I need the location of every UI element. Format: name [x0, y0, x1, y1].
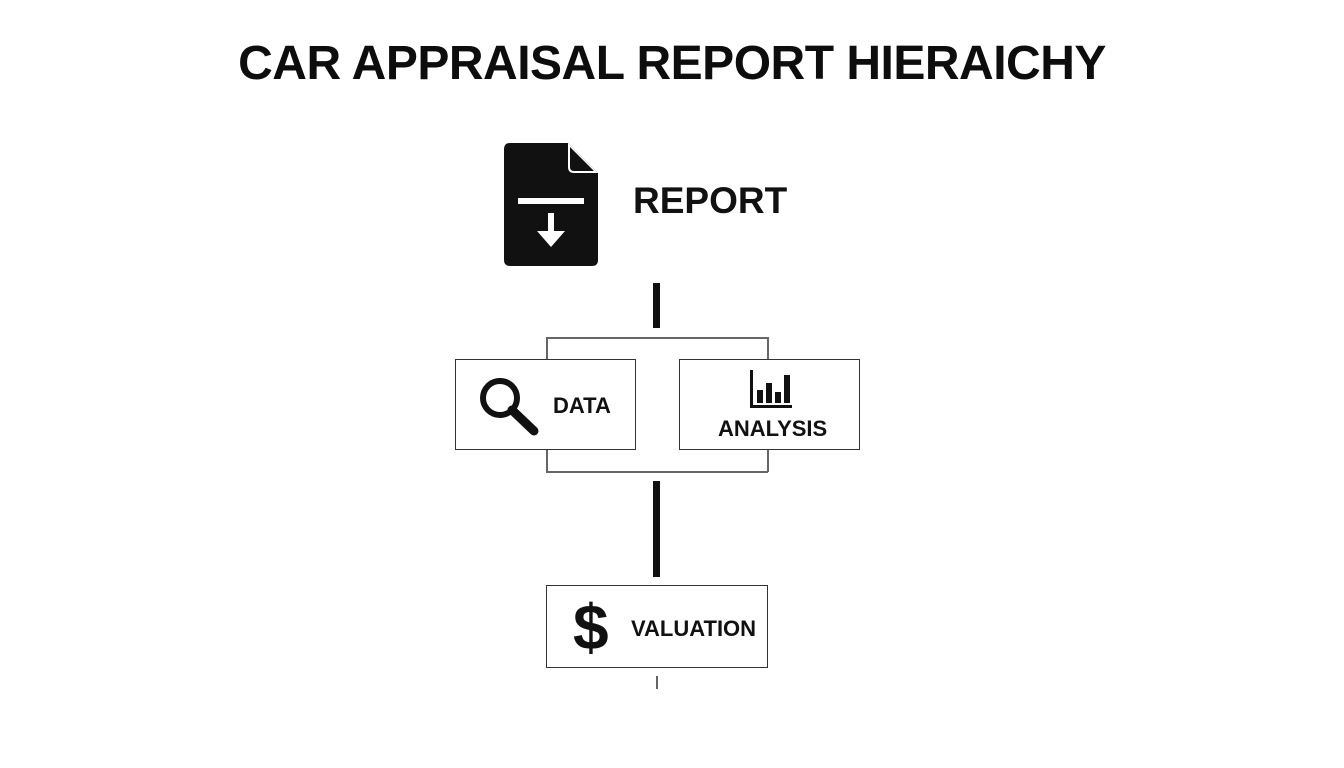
connector-bracket-to-valuation	[653, 481, 660, 577]
data-node: DATA	[455, 359, 636, 450]
magnifier-icon	[480, 378, 539, 436]
tail-line	[656, 676, 658, 689]
diagram-title: CAR APPRAISAL REPORT HIERAICHY	[238, 37, 1106, 90]
analysis-label: ANALYSIS	[718, 416, 828, 441]
top-bracket-horizontal	[546, 337, 768, 339]
valuation-label: VALUATION	[631, 616, 757, 641]
bar-chart-icon	[750, 370, 792, 408]
valuation-node: $ VALUATION	[546, 585, 768, 668]
analysis-node: ANALYSIS	[679, 359, 860, 450]
top-bracket-right-drop	[767, 337, 769, 359]
top-bracket-left-drop	[546, 337, 548, 359]
bottom-bracket-right-rise	[767, 450, 769, 472]
dollar-icon: $	[573, 591, 609, 663]
report-label: REPORT	[633, 180, 788, 221]
data-label: DATA	[553, 393, 611, 418]
bottom-bracket-horizontal	[546, 471, 768, 473]
bottom-bracket-left-rise	[546, 450, 548, 472]
document-download-icon	[504, 143, 598, 266]
connector-report-to-bracket	[653, 283, 660, 328]
